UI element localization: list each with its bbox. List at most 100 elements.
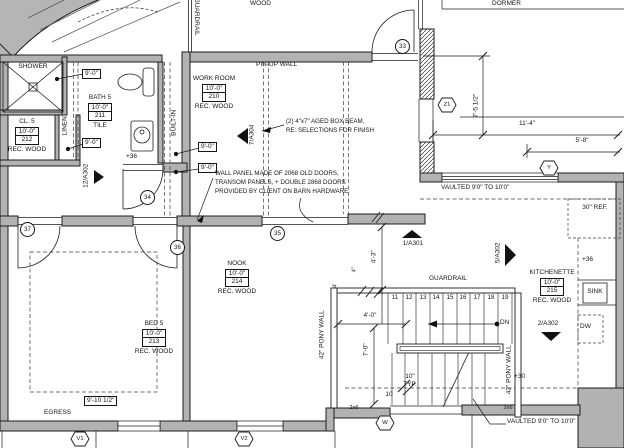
- dim-box-bath-low: 9'-0": [82, 138, 101, 148]
- door-tag-34: 34: [140, 190, 155, 205]
- dim-11-4: 11'-4": [518, 120, 536, 127]
- dim-4ft: 4': [332, 283, 339, 288]
- dim-4in: 4": [351, 267, 358, 273]
- stairs: [330, 287, 522, 418]
- stair-number: 17: [473, 294, 481, 301]
- pin-up-wall-label: PIN-UP WALL: [256, 61, 298, 68]
- section-triangles: [94, 128, 561, 341]
- pony-wall-height: +30: [514, 373, 526, 380]
- section-marker-7-a304: 7/A304: [248, 124, 256, 146]
- dim-box-bath-top: 9'-0": [82, 69, 101, 79]
- room-tag-nook: NOOK 10'-0" 214 REC. WOOD: [207, 260, 267, 295]
- dim-box-hall-lower: 9'-0": [198, 163, 217, 173]
- room-material: REC. WOOD: [7, 145, 47, 153]
- room-dim: 10'-0": [225, 270, 249, 278]
- room-number: 215: [546, 287, 558, 294]
- section-marker-5-a302: 5/A302: [494, 242, 502, 264]
- dots-arrows: [54, 76, 500, 328]
- linen-label: LINEN: [61, 116, 69, 136]
- tread-dim: 10": [405, 373, 415, 380]
- room-tag-kitchenette: KITCHENETTE 10'-0" 215 REC. WOOD: [522, 269, 582, 304]
- tread-typ: TYP.: [403, 380, 417, 388]
- ref-label: 30" REF.: [582, 204, 608, 211]
- stair-number: 11: [391, 294, 399, 301]
- kitchenette-counter: [578, 279, 616, 306]
- built-in-label: BUILT-IN: [170, 109, 178, 136]
- vaulted-label-bottom: VAULTED 9'0" TO 10'0": [507, 418, 576, 425]
- egress-label: EGRESS: [44, 409, 72, 416]
- counter-height-kitchen: +36: [582, 256, 594, 263]
- room-name: BATH 5: [88, 94, 112, 101]
- dashed-lines: [29, 62, 621, 393]
- stair-number: 18: [487, 294, 495, 301]
- door-tag-37: 37: [20, 222, 35, 237]
- room-number: 212: [21, 136, 33, 143]
- section-marker-12-a302: 12/A302: [82, 163, 90, 188]
- dim-7-5-half: 7'-5 1/2": [472, 93, 480, 118]
- guardrail-stair-label: GUARDRAIL: [429, 275, 467, 282]
- window-tag-hexagons: [70, 97, 559, 447]
- section-marker-1-a301: 1/A301: [402, 240, 424, 247]
- pony-wall-left-label: 42" PONY WALL: [318, 310, 326, 360]
- window-tag-w: W: [382, 420, 388, 426]
- pony-wall-right-label: 42" PONY WALL: [505, 345, 513, 395]
- door-tag-36: 36: [170, 240, 185, 255]
- note-line: PROVIDED BY CLIENT ON BARN HARDWARE: [215, 187, 349, 195]
- room-number: 211: [94, 112, 106, 119]
- room-tag-bed: BED 5 10'-0" 213 REC. WOOD: [124, 320, 184, 355]
- room-tag-bath: BATH 5 10'-0" 211 TILE: [70, 94, 130, 129]
- guardrail-top-label: GUARDRAIL: [192, 0, 200, 36]
- dormer-label: DORMER: [492, 0, 521, 7]
- room-dim: 10'-0": [15, 128, 39, 136]
- dim-4-0: 4'-0": [363, 312, 377, 319]
- stair-number: 19: [501, 294, 509, 301]
- door-tag-33: 33: [395, 39, 410, 54]
- room-name: KITCHENETTE: [529, 269, 575, 276]
- note-line: (2) 4"x7" AGED BOX BEAM,: [286, 118, 365, 125]
- room-dim: 10'-0": [142, 330, 166, 338]
- spiral-stair: [0, 0, 192, 58]
- dn-label: DN: [500, 319, 510, 326]
- room-dim: 10'-0": [540, 279, 564, 287]
- note-line: WALL PANEL MADE OF 2068 OLD DOORS,: [215, 170, 339, 177]
- room-dim: 10'-0": [202, 85, 226, 93]
- room-number: 213: [148, 338, 160, 345]
- dim-7-0: 7'-0": [362, 343, 370, 357]
- window-tag-v2: V2: [240, 436, 248, 442]
- tread-typ-note: 10" TYP.: [398, 373, 422, 388]
- window-tag-y: Y: [547, 165, 551, 171]
- wall-size-label-a: 2x6: [349, 405, 359, 411]
- room-tag-closet: CL. 5 10'-0" 212 REC. WOOD: [0, 118, 57, 153]
- room-tag-work: WORK ROOM 10'-0" 210 REC. WOOD: [184, 75, 244, 110]
- room-material: REC. WOOD: [194, 102, 234, 110]
- dim-5-8: 5'-8": [575, 137, 589, 144]
- stair-number: 16: [459, 294, 467, 301]
- window-tag-z1: Z1: [443, 102, 451, 108]
- wood-label: WOOD: [250, 0, 271, 7]
- room-number: 214: [231, 278, 243, 285]
- room-name: NOOK: [227, 260, 247, 267]
- bath-fixtures: [2, 61, 155, 152]
- vaulted-label-top: VAULTED 9'0" TO 10'0": [441, 184, 510, 191]
- door-tag-35: 35: [270, 226, 285, 241]
- room-material: TILE: [93, 121, 107, 129]
- stair-number: 13: [419, 294, 427, 301]
- box-beam-note: (2) 4"x7" AGED BOX BEAM, RE: SELECTIONS …: [286, 118, 374, 136]
- room-number: 210: [208, 93, 220, 100]
- stair-number: 15: [446, 294, 454, 301]
- dim-box-egress: 9'-10 1/2": [84, 396, 118, 406]
- dw-label: DW: [580, 323, 591, 330]
- room-material: REC. WOOD: [134, 347, 174, 355]
- openings-windows: [18, 0, 559, 432]
- dim-box-hall-upper: 9'-0": [198, 142, 217, 152]
- stair-number: 12: [405, 294, 413, 301]
- stair-number: 14: [432, 294, 440, 301]
- dim-4-3: 4'-3": [370, 250, 378, 264]
- room-material: REC. WOOD: [532, 296, 572, 304]
- section-marker-2-a302: 2/A302: [537, 320, 559, 327]
- stair-number-10: 10: [385, 391, 393, 398]
- wall-size-label-b: 2x6: [503, 405, 513, 411]
